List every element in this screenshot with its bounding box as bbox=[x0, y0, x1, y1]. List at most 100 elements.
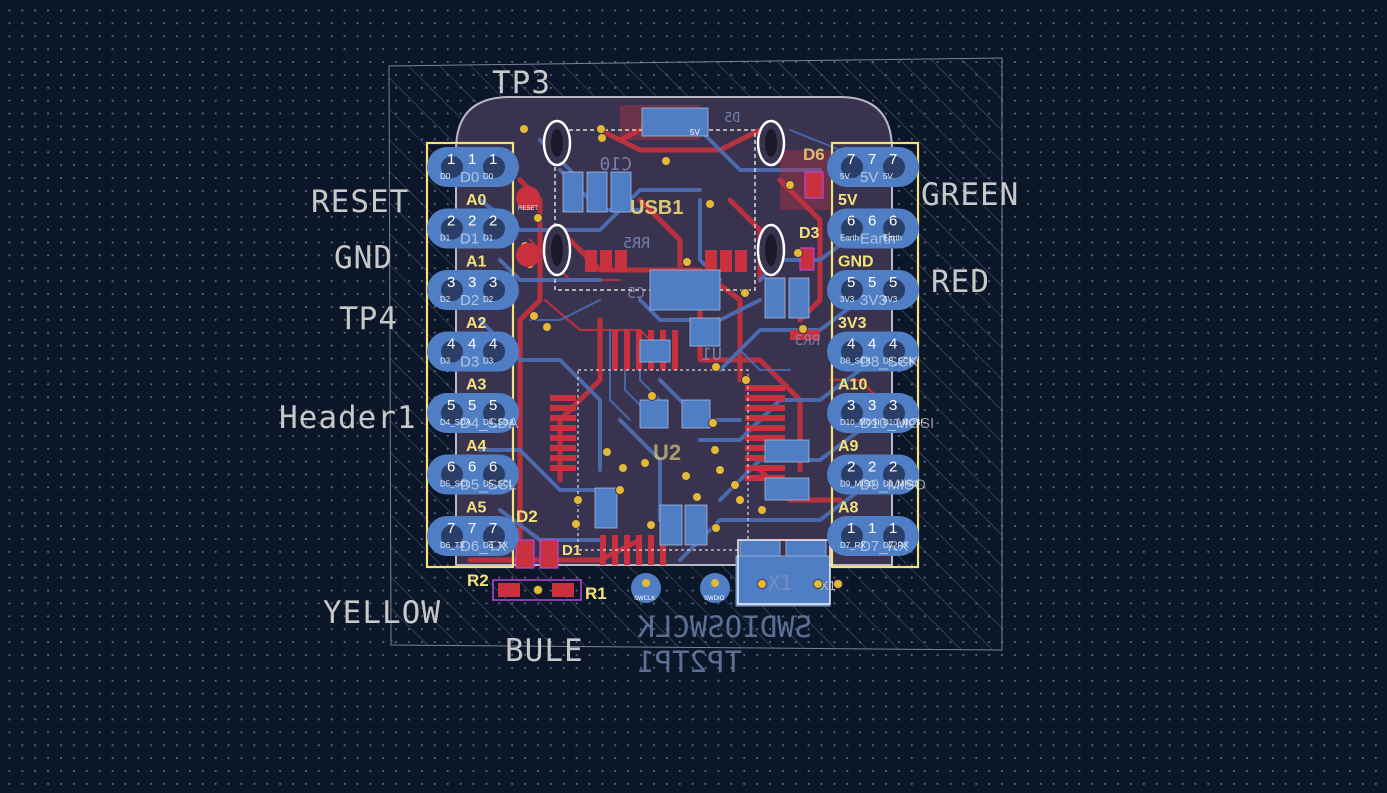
tp-label: TP2TP1 bbox=[637, 645, 742, 679]
header-silk-label: A3 bbox=[466, 377, 487, 394]
svg-text:X1: X1 bbox=[768, 571, 792, 595]
pin-net: D6_TX bbox=[440, 541, 466, 550]
pin-net: D7_RX bbox=[883, 541, 909, 550]
vias bbox=[519, 124, 843, 595]
back-components bbox=[562, 107, 831, 607]
pin-net: D3 bbox=[483, 357, 494, 366]
svg-text:D3: D3 bbox=[799, 225, 820, 242]
pin-number: 3 bbox=[868, 397, 876, 414]
pin-number: 5 bbox=[889, 274, 897, 291]
red-label: RED bbox=[931, 264, 990, 300]
svg-text:R2: R2 bbox=[467, 571, 489, 590]
pin-number: 1 bbox=[889, 520, 897, 537]
mirrored-labels: SWDIOSWCLK TP2TP1 bbox=[637, 610, 812, 679]
silk-refs: D2 D1 D3 R2 R1 D6 bbox=[467, 145, 825, 603]
svg-text:RESET: RESET bbox=[518, 206, 538, 212]
pin-number: 1 bbox=[847, 520, 855, 537]
header-silk-label: A1 bbox=[466, 254, 487, 271]
gnd-label: GND bbox=[334, 240, 393, 276]
pin-net: D8_SCK bbox=[883, 357, 915, 366]
pin-number: 7 bbox=[847, 151, 855, 168]
pin-net: D1 bbox=[440, 234, 451, 243]
pin-net: D5_SCL bbox=[483, 480, 514, 489]
pin-number: 1 bbox=[468, 151, 476, 168]
svg-text:SWCLK: SWCLK bbox=[634, 596, 655, 602]
pin-number: 7 bbox=[468, 520, 476, 537]
header-silk-label: A0 bbox=[466, 192, 487, 209]
tp4-pad[interactable] bbox=[516, 243, 540, 267]
pin-net: D3 bbox=[440, 357, 451, 366]
pin-number: 4 bbox=[489, 336, 497, 353]
pin-number: 3 bbox=[847, 397, 855, 414]
bule-label: BULE bbox=[505, 633, 584, 669]
svg-text:C5: C5 bbox=[627, 284, 645, 302]
pin-net: 3V3 bbox=[840, 295, 855, 304]
svg-text:X1: X1 bbox=[820, 578, 836, 593]
reset-pad[interactable]: RESET bbox=[516, 186, 540, 212]
svg-text:D2: D2 bbox=[516, 507, 538, 526]
pin-number: 4 bbox=[868, 336, 876, 353]
pin-number: 1 bbox=[868, 520, 876, 537]
pin-number: 3 bbox=[468, 274, 476, 291]
reset-label: RESET bbox=[311, 184, 409, 220]
swdio-pad[interactable]: SWDIO bbox=[700, 573, 730, 603]
swclk-pad[interactable]: SWCLK bbox=[631, 573, 661, 603]
pin-net: D9_MISO bbox=[883, 480, 918, 489]
pin-net: D7_RX bbox=[840, 541, 866, 550]
pin-number: 1 bbox=[447, 151, 455, 168]
pin-net: D0 bbox=[440, 172, 451, 181]
pin-name: D9_MISO bbox=[860, 477, 926, 494]
pin-number: 5 bbox=[868, 274, 876, 291]
pin-number: 6 bbox=[468, 459, 476, 476]
svg-text:U1: U1 bbox=[702, 345, 722, 365]
pin-number: 7 bbox=[489, 520, 497, 537]
pin-net: D8_SCK bbox=[840, 357, 872, 366]
pin-number: 5 bbox=[468, 397, 476, 414]
pin-net: D6_TX bbox=[483, 541, 509, 550]
pin-number: 2 bbox=[889, 459, 897, 476]
pin-number: 3 bbox=[447, 274, 455, 291]
pin-number: 5 bbox=[489, 397, 497, 414]
pin-net: D5_SCL bbox=[440, 480, 471, 489]
pin-name: D1 bbox=[460, 231, 479, 248]
pin-net: D9_MISO bbox=[840, 480, 875, 489]
usb1-ref: USB1 bbox=[630, 197, 683, 219]
pin-name: D6_TX bbox=[460, 538, 507, 555]
pin-net: 3V3 bbox=[883, 295, 898, 304]
svg-text:D6: D6 bbox=[803, 145, 825, 164]
pin-name: 5V bbox=[860, 169, 878, 186]
pin-number: 5 bbox=[447, 397, 455, 414]
pin-name: D10_MOSI bbox=[860, 415, 934, 432]
yellow-label: YELLOW bbox=[323, 595, 441, 631]
svg-text:5V: 5V bbox=[690, 128, 700, 137]
pin-net: D0 bbox=[483, 172, 494, 181]
pin-number: 6 bbox=[889, 213, 897, 230]
usb-connector[interactable]: USB1 bbox=[542, 119, 786, 291]
header-silk-label: A8 bbox=[838, 500, 859, 517]
pin-net: D2 bbox=[440, 295, 451, 304]
pin-name: 3V3 bbox=[860, 292, 887, 309]
svg-text:RR5: RR5 bbox=[623, 234, 650, 252]
pin-net: D4_SDA bbox=[483, 418, 515, 427]
header-silk-label: A5 bbox=[466, 500, 487, 517]
svg-text:D1: D1 bbox=[562, 542, 581, 559]
header-silk-label: 5V bbox=[838, 192, 858, 209]
x1-crystal[interactable]: X1 X1 bbox=[737, 539, 836, 605]
pin-number: 2 bbox=[489, 213, 497, 230]
